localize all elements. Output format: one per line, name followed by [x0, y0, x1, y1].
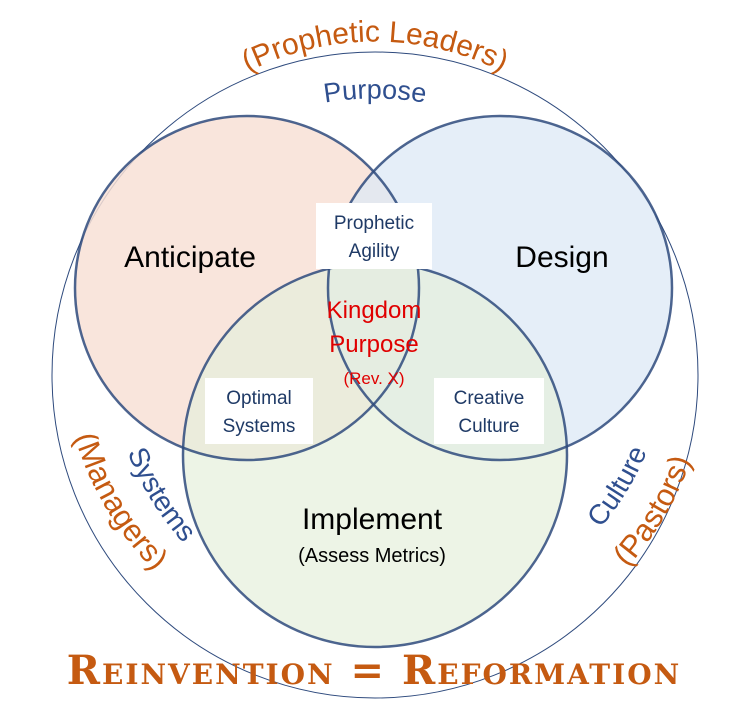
creative-culture-line2: Culture	[458, 416, 519, 437]
kingdom-purpose-reference: (Rev. X)	[343, 369, 404, 388]
creative-culture-line1: Creative	[454, 388, 525, 409]
creative-culture-box	[434, 378, 544, 444]
optimal-systems-line1: Optimal	[226, 388, 291, 409]
kingdom-purpose-line2: Purpose	[329, 331, 418, 358]
prophetic-agility-line2: Agility	[349, 241, 400, 262]
prophetic-agility-line1: Prophetic	[334, 213, 414, 234]
optimal-systems-box	[205, 378, 313, 444]
anticipate-label: Anticipate	[124, 241, 256, 274]
reinvention-reformation-banner: Reinvention = Reformation	[67, 647, 681, 694]
prophetic-agility-box	[316, 203, 432, 269]
kingdom-purpose-line1: Kingdom	[327, 297, 422, 324]
anticipate-circle	[73, 114, 421, 462]
purpose-label: Purpose	[322, 74, 429, 108]
implement-sublabel: (Assess Metrics)	[298, 545, 446, 567]
design-circle	[326, 114, 674, 462]
implement-label: Implement	[302, 503, 443, 536]
optimal-systems-line2: Systems	[223, 416, 296, 437]
design-label: Design	[515, 241, 608, 274]
implement-circle-fill	[183, 263, 567, 647]
